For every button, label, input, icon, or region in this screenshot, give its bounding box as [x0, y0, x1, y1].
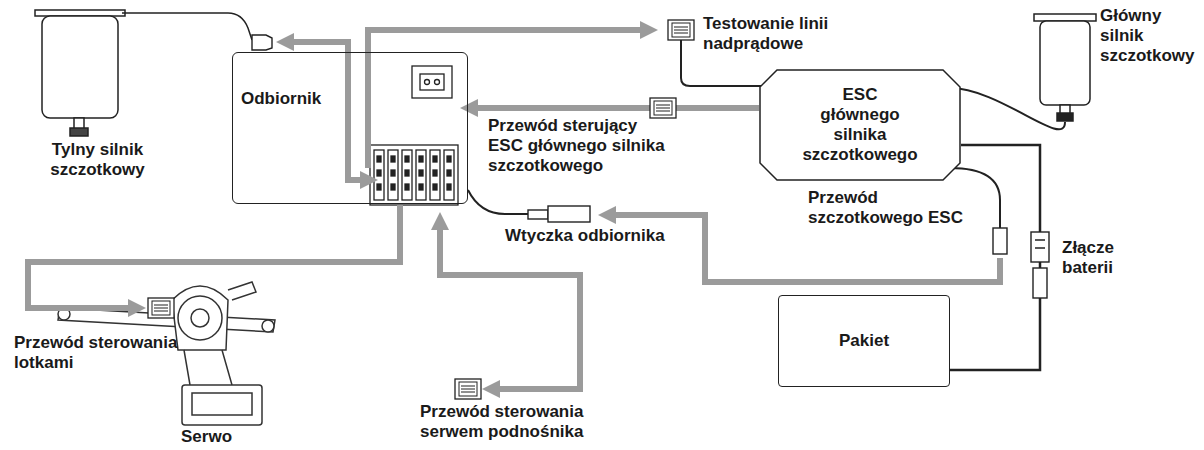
part-label: Przewód szczotkowego ESC [808, 188, 983, 228]
tail-motor [35, 10, 252, 136]
part-label: Testowanie linii nadprądowe [703, 14, 875, 54]
connector-half [1033, 268, 1047, 298]
route-arrow [440, 220, 580, 389]
servo-head [172, 286, 228, 350]
part-label: Serwo [178, 427, 235, 447]
plug-wire [468, 190, 528, 214]
pin [447, 156, 451, 162]
motor-cap [1034, 14, 1096, 21]
servo-axle [191, 309, 209, 327]
pin [419, 156, 423, 162]
receiver-box: Odbiornik [232, 52, 468, 204]
pin [405, 184, 409, 190]
battery-pack: Pakiet [778, 295, 950, 387]
battery-connector [1031, 232, 1049, 298]
route-arrow [284, 42, 370, 180]
motor-gear [1057, 113, 1073, 121]
plug-body [548, 206, 590, 222]
pin-slot [444, 150, 454, 200]
elevator-connector [455, 379, 481, 399]
pin-header [370, 145, 458, 205]
wire-connector [950, 145, 1040, 370]
servo-linkage [184, 350, 232, 385]
servo [58, 282, 275, 425]
motor-gear [70, 128, 88, 136]
pin [391, 156, 395, 162]
pin [391, 170, 395, 176]
wires [468, 40, 1000, 228]
motor-cap [35, 10, 125, 16]
pin [433, 170, 437, 176]
pin [377, 156, 381, 162]
pin [419, 184, 423, 190]
route-arrow [28, 205, 400, 308]
part-label: Tylny silnik szczotkowy [25, 140, 170, 180]
node-text: Odbiornik [241, 89, 321, 109]
motor-wire [122, 13, 252, 40]
wire-connector [468, 105, 759, 111]
pin-slot [430, 150, 440, 200]
servo-hub [178, 296, 222, 340]
pin-slot [416, 150, 426, 200]
servo-arm [228, 282, 256, 300]
esc-box: ESC głównego silnika szczotkowego [759, 69, 961, 181]
bind-plug [420, 74, 444, 90]
aileron-connector [148, 298, 174, 318]
motor-plug [252, 35, 272, 50]
pin-slot [374, 150, 384, 200]
bind-socket [412, 66, 452, 98]
test-connector [668, 20, 694, 40]
part-label: Wtyczka odbiornika [505, 226, 685, 246]
control-connector [650, 98, 676, 118]
part-label: Przewód sterujący ESC głównego silnika s… [488, 116, 673, 176]
pin [425, 80, 430, 85]
pin [405, 156, 409, 162]
pin [419, 170, 423, 176]
connector-half [1031, 232, 1049, 262]
esc-plug [993, 228, 1007, 254]
node-text: Pakiet [839, 331, 889, 351]
pin-slot [388, 150, 398, 200]
receiver-plug [528, 206, 590, 222]
pin [377, 170, 381, 176]
servo-case [192, 393, 252, 415]
esc-shape [760, 70, 960, 180]
pin [447, 184, 451, 190]
connector-detail [1035, 240, 1045, 248]
motor-body [1040, 21, 1090, 105]
pin [391, 184, 395, 190]
part-label: Złącze baterii [1062, 238, 1154, 278]
horn-end [262, 320, 274, 332]
pin [405, 170, 409, 176]
part-label: Główny silnik szczotkowy [1100, 6, 1202, 66]
part-label: Przewód sterowania serwem podnośnika [420, 402, 645, 442]
pin [447, 170, 451, 176]
motor-wire [950, 88, 1065, 129]
pin-columns [374, 150, 454, 200]
part-label: Przewód sterowania lotkami [14, 333, 179, 373]
pin [377, 184, 381, 190]
receiver-parts [370, 66, 458, 205]
node-text: ESC głównego silnika szczotkowego [801, 85, 919, 165]
pin-slot [402, 150, 412, 200]
main-motor [950, 14, 1096, 129]
servo-body [182, 385, 262, 425]
plug-neck [528, 210, 548, 219]
pin [433, 156, 437, 162]
pin [433, 184, 437, 190]
motor-body [42, 16, 118, 118]
pin [435, 80, 440, 85]
